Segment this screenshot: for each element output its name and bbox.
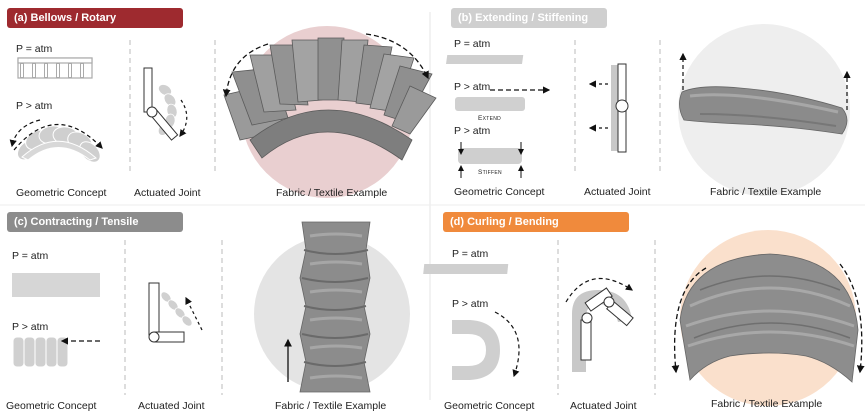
panel-c-title: (c) Contracting / Tensile	[14, 216, 138, 228]
panel-c-caption-concept: Geometric Concept	[6, 400, 96, 412]
panel-d-caption-fabric: Fabric / Textile Example	[711, 398, 822, 410]
panel-b-title: (b) Extending / Stiffening	[458, 12, 588, 24]
panel-a-joint	[144, 68, 187, 140]
panel-b-p-gt-atm-2: P > atm	[454, 125, 490, 137]
panel-b-extend-label: Extend	[478, 115, 501, 122]
panel-d-header: (d) Curling / Bending	[443, 212, 629, 232]
panel-a-p-gt-atm: P > atm	[16, 100, 52, 112]
panel-b-caption-joint: Actuated Joint	[584, 186, 651, 198]
panel-b-header: (b) Extending / Stiffening	[451, 8, 607, 28]
panel-c-caption-joint: Actuated Joint	[138, 400, 205, 412]
panel-d-p-atm: P = atm	[452, 248, 488, 260]
panel-c-fabric-column	[300, 222, 370, 392]
panel-a-caption-joint: Actuated Joint	[134, 187, 201, 199]
panel-c-shapes	[12, 273, 100, 367]
panel-a-title: (a) Bellows / Rotary	[14, 12, 116, 24]
panel-b-caption-fabric: Fabric / Textile Example	[710, 186, 821, 198]
panel-c-p-gt-atm: P > atm	[12, 321, 48, 333]
panel-d-caption-concept: Geometric Concept	[444, 400, 534, 412]
panel-b-caption-concept: Geometric Concept	[454, 186, 544, 198]
panel-c-caption-fabric: Fabric / Textile Example	[275, 400, 386, 412]
panel-b-p-gt-atm-1: P > atm	[454, 81, 490, 93]
panel-b-p-atm: P = atm	[454, 38, 490, 50]
panel-b-stiffen-label: Stiffen	[478, 169, 502, 176]
panel-c-joint	[149, 283, 202, 342]
panel-d-joint	[566, 278, 633, 372]
panel-d-p-gt-atm: P > atm	[452, 298, 488, 310]
panel-a-fan-shape	[14, 124, 104, 166]
panel-a-caption-concept: Geometric Concept	[16, 187, 106, 199]
panel-c-header: (c) Contracting / Tensile	[7, 212, 183, 232]
panel-a-p-atm: P = atm	[16, 43, 52, 55]
panel-c-p-atm: P = atm	[12, 250, 48, 262]
panel-a-caption-fabric: Fabric / Textile Example	[276, 187, 387, 199]
panel-d-caption-joint: Actuated Joint	[570, 400, 637, 412]
panel-a-comb-shape	[18, 58, 92, 78]
panel-a-header: (a) Bellows / Rotary	[7, 8, 183, 28]
panel-d-shapes	[423, 264, 519, 380]
panel-b-joint	[590, 64, 628, 152]
panel-d-title: (d) Curling / Bending	[450, 216, 559, 228]
